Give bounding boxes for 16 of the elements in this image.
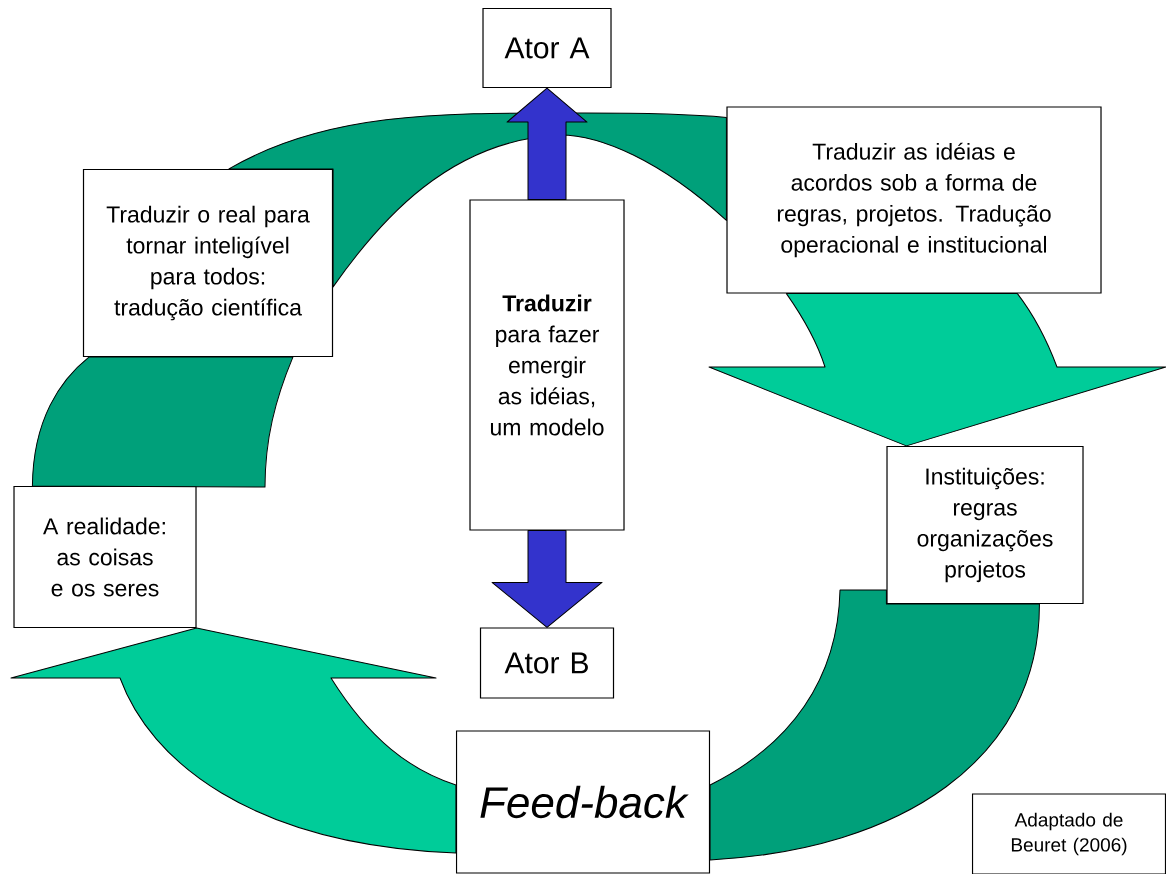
block-arrow [709,589,1040,861]
block-arrow [491,530,603,628]
text-box: Traduzir as idéias e acordos sob a forma de regras, projetos. Tradução operacional e institucional [726,106,1102,294]
text-box: Traduzir o real para tornar inteligível para todos: tradução científica [82,168,334,358]
text-box: Adaptado de Beuret (2006) [971,793,1166,874]
text-box: Traduzir para fazer emergir as idéias, um modelo [469,199,625,531]
block-arrow [10,627,457,854]
block-arrow [708,293,1166,447]
text-box: Instituições: regras organizações projetos [886,445,1084,605]
block-arrow [506,87,588,200]
text-box: Ator A [482,7,612,89]
text-box: A realidade: as coisas e os seres [13,485,197,629]
block-arrow [31,356,294,488]
text-box: Ator B [479,627,615,699]
block-arrow [228,112,727,288]
text-box: Feed-back [455,730,711,874]
